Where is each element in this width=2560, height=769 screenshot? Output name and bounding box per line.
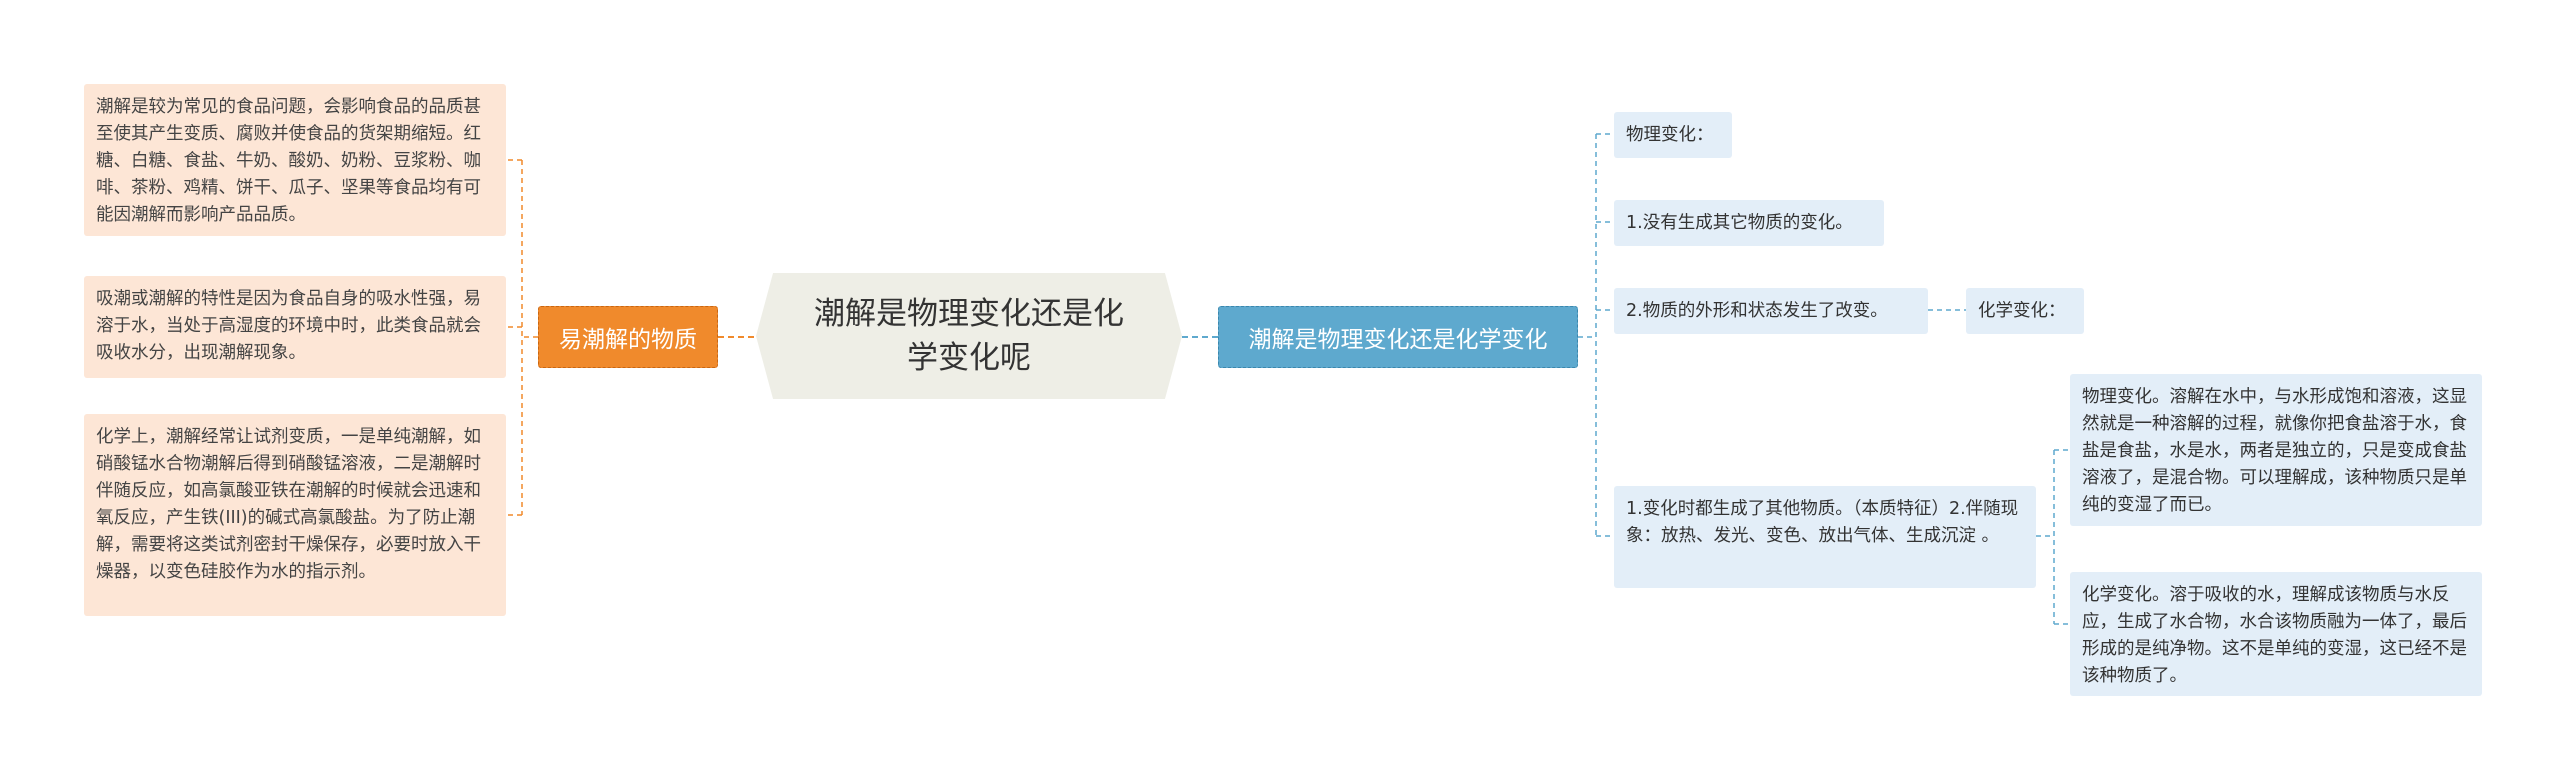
right-leaf-physical-1[interactable]: 1.没有生成其它物质的变化。: [1614, 200, 1884, 246]
leaf-text: 潮解是较为常见的食品问题，会影响食品的品质甚至使其产生变质、腐败并使食品的货架期…: [96, 97, 481, 225]
branch-physical-or-chemical[interactable]: 潮解是物理变化还是化学变化: [1218, 306, 1578, 368]
leaf-text: 吸潮或潮解的特性是因为食品自身的吸水性强，易溶于水，当处于高湿度的环境中时，此类…: [96, 289, 481, 363]
root-title: 潮解是物理变化还是化学变化呢: [814, 296, 1124, 376]
right-leaf-chemical-title[interactable]: 化学变化：: [1966, 288, 2084, 334]
left-leaf-food-problems[interactable]: 潮解是较为常见的食品问题，会影响食品的品质甚至使其产生变质、腐败并使食品的货架期…: [84, 84, 506, 236]
right-leaf-physical-2[interactable]: 2.物质的外形和状态发生了改变。: [1614, 288, 1928, 334]
leaf-text: 化学变化。溶于吸收的水，理解成该物质与水反应，生成了水合物，水合该物质融为一体了…: [2082, 585, 2467, 686]
leaf-text: 1.没有生成其它物质的变化。: [1626, 213, 1853, 233]
left-leaf-chemistry-reagents[interactable]: 化学上，潮解经常让试剂变质，一是单纯潮解，如硝酸锰水合物潮解后得到硝酸锰溶液，二…: [84, 414, 506, 616]
leaf-text: 化学变化：: [1978, 301, 2066, 321]
leaf-text: 物理变化：: [1626, 125, 1714, 145]
leaf-text: 2.物质的外形和状态发生了改变。: [1626, 301, 1888, 321]
right-leaf-physical-title[interactable]: 物理变化：: [1614, 112, 1732, 158]
leaf-text: 1.变化时都生成了其他物质。（本质特征）2.伴随现象：放热、发光、变色、放出气体…: [1626, 499, 2019, 546]
leaf-text: 化学上，潮解经常让试剂变质，一是单纯潮解，如硝酸锰水合物潮解后得到硝酸锰溶液，二…: [96, 427, 481, 582]
leaf-text: 物理变化。溶解在水中，与水形成饱和溶液，这显然就是一种溶解的过程，就像你把食盐溶…: [2082, 387, 2467, 515]
right-leaf-chemical-features[interactable]: 1.变化时都生成了其他物质。（本质特征）2.伴随现象：放热、发光、变色、放出气体…: [1614, 486, 2036, 588]
right-leaf-explain-chemical[interactable]: 化学变化。溶于吸收的水，理解成该物质与水反应，生成了水合物，水合该物质融为一体了…: [2070, 572, 2482, 696]
right-leaf-explain-physical[interactable]: 物理变化。溶解在水中，与水形成饱和溶液，这显然就是一种溶解的过程，就像你把食盐溶…: [2070, 374, 2482, 526]
branch-label: 易潮解的物质: [559, 327, 697, 353]
branch-label: 潮解是物理变化还是化学变化: [1248, 327, 1548, 353]
left-leaf-hygroscopic-property[interactable]: 吸潮或潮解的特性是因为食品自身的吸水性强，易溶于水，当处于高湿度的环境中时，此类…: [84, 276, 506, 378]
root-topic[interactable]: 潮解是物理变化还是化学变化呢: [756, 273, 1182, 399]
branch-easy-deliquescent-substances[interactable]: 易潮解的物质: [538, 306, 718, 368]
